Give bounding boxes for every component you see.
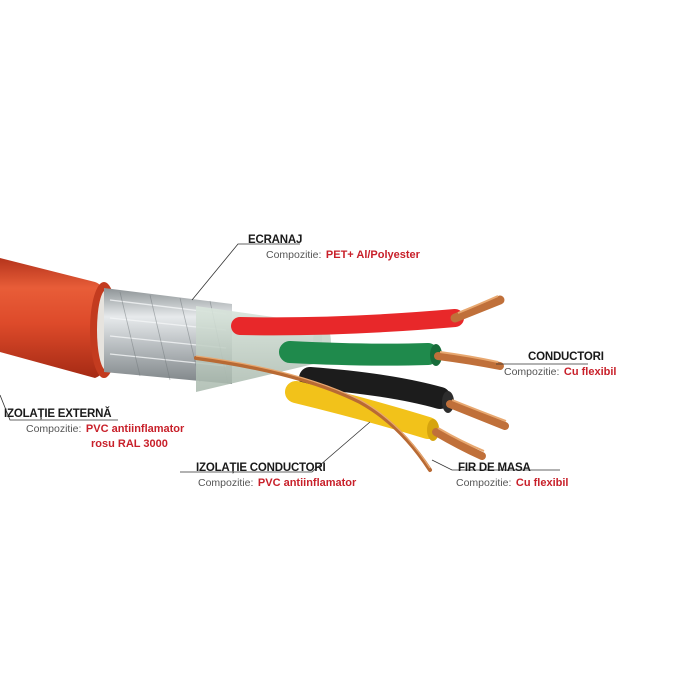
callout-izolatie-conductori: IZOLAȚIE CONDUCTORI Compozitie: PVC anti… (196, 461, 356, 490)
yellow-conductor-shape (285, 381, 486, 460)
fir-de-masa-value: Cu flexibil (515, 477, 569, 489)
ecranaj-title: ECRANAJ (248, 234, 303, 246)
drain-wire-shape (194, 355, 432, 472)
black-conductor-shape (299, 367, 509, 430)
izolatie-externa-value-2: rosu RAL 3000 (91, 438, 168, 450)
izolatie-conductori-value: PVC antiinflamator (257, 477, 357, 489)
callout-fir-de-masa: FIR DE MASA Compozitie: Cu flexibil (456, 461, 568, 490)
ecranaj-value: PET+ Al/Polyester (325, 249, 420, 261)
callout-izolatie-externa: IZOLAȚIE EXTERNĂ Compozitie: PVC antiinf… (4, 407, 184, 451)
ecranaj-caption: Compozitie: (266, 249, 322, 261)
izolatie-conductori-title: IZOLAȚIE CONDUCTORI (196, 462, 326, 474)
red-conductor-shape (231, 295, 505, 336)
conductori-title: CONDUCTORI (528, 351, 604, 363)
izolatie-conductori-caption: Compozitie: (198, 477, 254, 489)
conductori-value: Cu flexibil (563, 366, 617, 378)
fir-de-masa-title: FIR DE MASA (458, 462, 531, 474)
fir-de-masa-caption: Compozitie: (456, 477, 512, 489)
izolatie-externa-title: IZOLAȚIE EXTERNĂ (4, 408, 112, 420)
izolatie-externa-value-1: PVC antiinflamator (85, 423, 185, 435)
leader-lines (0, 243, 588, 473)
conductori-caption: Compozitie: (504, 366, 560, 378)
outer-jacket-shape (0, 258, 118, 378)
callout-ecranaj: ECRANAJ Compozitie: PET+ Al/Polyester (248, 233, 420, 262)
green-conductor-shape (279, 341, 504, 370)
callout-conductori: CONDUCTORI Compozitie: Cu flexibil (504, 350, 616, 379)
izolatie-externa-caption: Compozitie: (26, 423, 82, 435)
